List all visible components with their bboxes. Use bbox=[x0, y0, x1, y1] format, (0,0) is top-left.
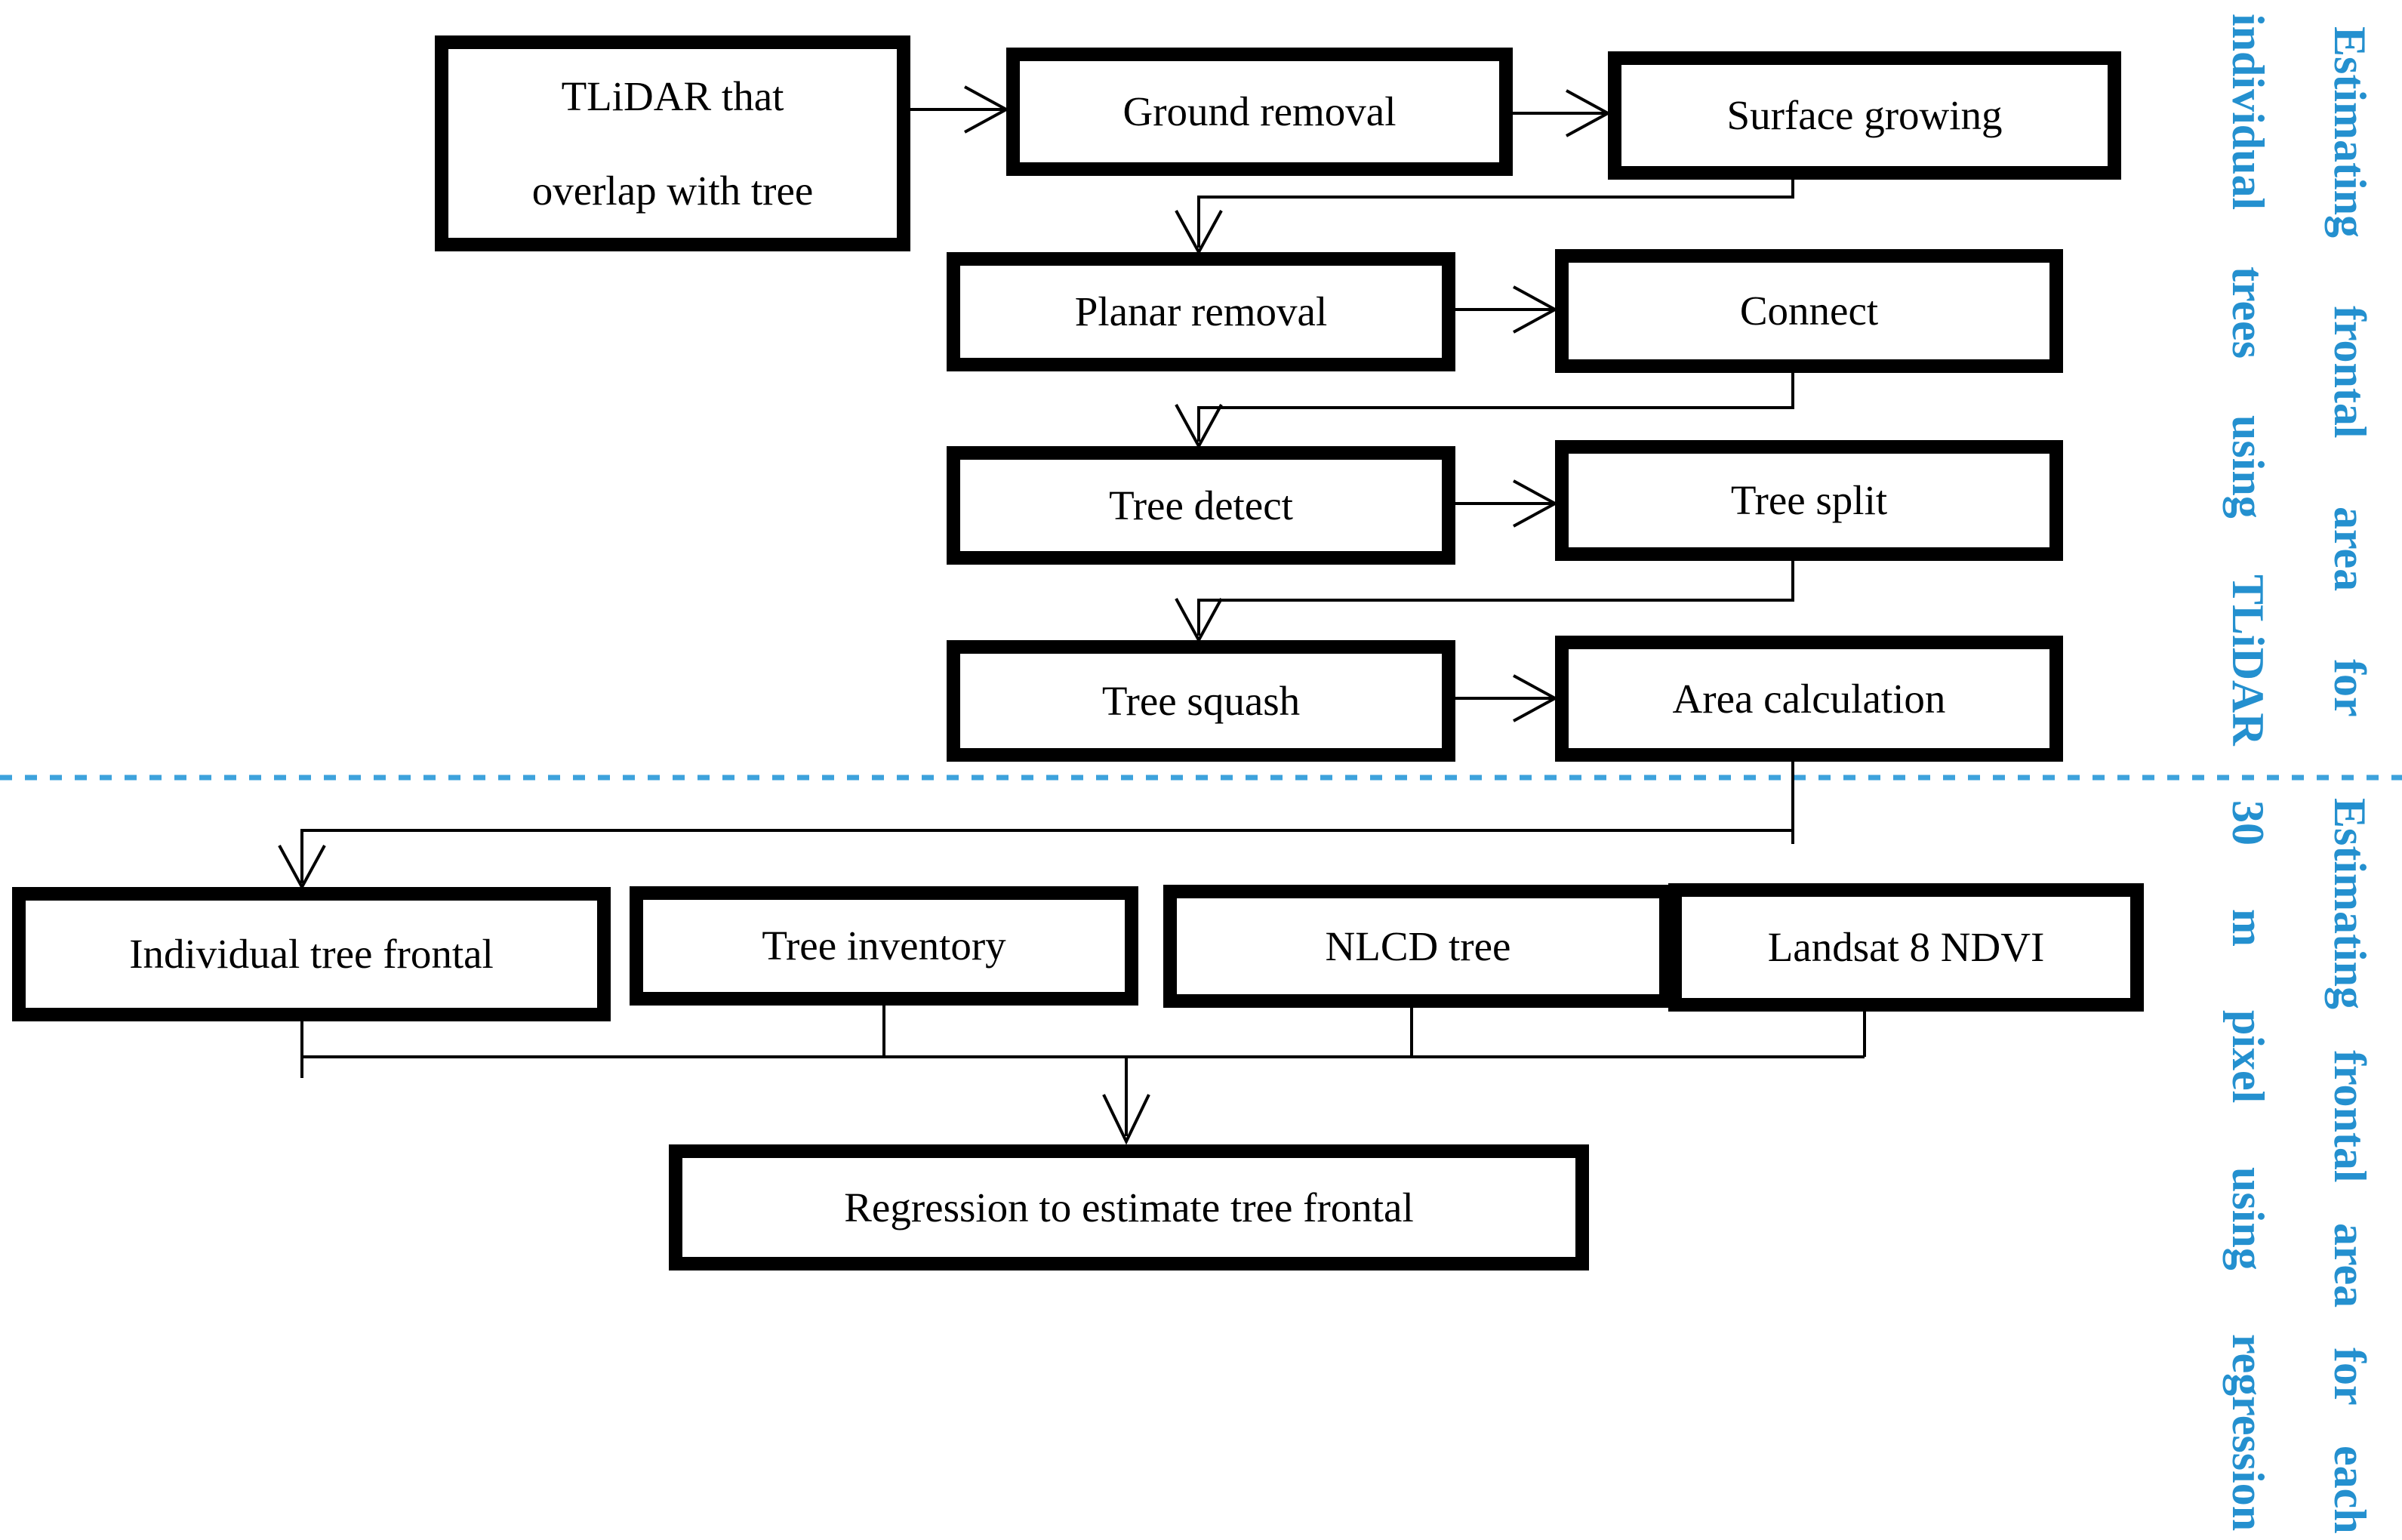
arrowhead-down-icon bbox=[1102, 1094, 1150, 1145]
box-label: Connect bbox=[1739, 288, 1879, 334]
section-label-word: 30 bbox=[2223, 800, 2273, 845]
section-label-word: individual bbox=[2223, 14, 2273, 211]
box-label: Tree detect bbox=[1109, 482, 1293, 528]
arrow-split-to-squash bbox=[1175, 561, 1794, 644]
box-planar-removal: Planar removal bbox=[947, 252, 1455, 371]
box-label: Regression to estimate tree frontal bbox=[844, 1184, 1414, 1230]
box-area-calculation: Area calculation bbox=[1555, 636, 2063, 762]
section-label-word: for bbox=[2325, 1348, 2375, 1406]
box-regression: Regression to estimate tree frontal bbox=[669, 1144, 1589, 1270]
box-label: Area calculation bbox=[1672, 675, 1946, 722]
section-label-word: frontal bbox=[2325, 306, 2375, 439]
section-label-word: using bbox=[2223, 1166, 2273, 1270]
box-surface-growing: Surface growing bbox=[1608, 51, 2121, 180]
arrow-planar-to-connect bbox=[1455, 285, 1559, 334]
box-label: overlap with tree bbox=[531, 167, 814, 214]
box-connect: Connect bbox=[1555, 249, 2063, 373]
box-tlidar-input: TLiDAR that overlap with tree bbox=[435, 35, 910, 251]
bus-inputs-to-regression bbox=[300, 1006, 1866, 1145]
section-label-word: m bbox=[2223, 909, 2273, 947]
box-tree-squash: Tree squash bbox=[947, 640, 1455, 762]
box-label: Tree split bbox=[1730, 477, 1888, 524]
section-label-word: area bbox=[2325, 506, 2375, 592]
box-label: Landsat 8 NDVI bbox=[1767, 924, 2045, 971]
arrow-surface-to-planar bbox=[1175, 180, 1794, 256]
section-label-word: frontal bbox=[2325, 1049, 2375, 1183]
section-label-word: Estimating bbox=[2325, 26, 2375, 239]
box-tree-split: Tree split bbox=[1555, 440, 2063, 561]
section-label-bottom-inner: 30 m pixel using regression bbox=[2218, 800, 2278, 1531]
section-label-word: using bbox=[2223, 414, 2273, 519]
section-label-word: for bbox=[2325, 659, 2375, 717]
section-label-word: TLiDAR bbox=[2223, 574, 2273, 746]
section-label-word: Estimating bbox=[2325, 798, 2375, 1010]
box-tree-detect: Tree detect bbox=[947, 446, 1455, 565]
arrow-connect-to-detect bbox=[1175, 373, 1794, 450]
arrow-squash-to-area bbox=[1455, 674, 1559, 722]
section-label-word: regression bbox=[2223, 1333, 2273, 1531]
box-landsat-ndvi: Landsat 8 NDVI bbox=[1668, 883, 2144, 1012]
box-tree-inventory: Tree inventory bbox=[630, 886, 1138, 1006]
box-nlcd-tree: NLCD tree bbox=[1163, 885, 1673, 1008]
box-label: Planar removal bbox=[1074, 288, 1328, 335]
box-label: Ground removal bbox=[1122, 88, 1397, 135]
section-label-word: trees bbox=[2223, 266, 2273, 359]
box-label: Surface growing bbox=[1726, 92, 2003, 139]
arrow-ground-to-surface bbox=[1513, 89, 1612, 137]
section-label-top-outer: Estimating frontal area for bbox=[2320, 26, 2380, 717]
section-label-word: pixel bbox=[2223, 1010, 2273, 1104]
arrow-detect-to-split bbox=[1455, 479, 1559, 528]
box-label: Individual tree frontal bbox=[129, 931, 494, 978]
box-ground-removal: Ground removal bbox=[1006, 48, 1513, 176]
section-label-bottom-outer: Estimating frontal area for each bbox=[2320, 798, 2380, 1534]
box-individual-tree-frontal: Individual tree frontal bbox=[12, 887, 611, 1021]
box-label: TLiDAR that bbox=[561, 72, 784, 119]
box-label: NLCD tree bbox=[1325, 922, 1511, 969]
section-label-word: each bbox=[2325, 1446, 2375, 1534]
section-label-word: area bbox=[2325, 1222, 2375, 1307]
box-label: Tree inventory bbox=[762, 922, 1006, 969]
arrow-tlidar-to-ground bbox=[910, 85, 1010, 134]
arrow-area-to-individual bbox=[278, 762, 1794, 891]
box-label: Tree squash bbox=[1101, 677, 1301, 724]
